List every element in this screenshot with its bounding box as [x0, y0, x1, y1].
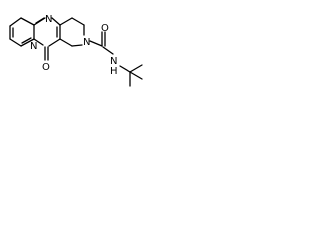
tert-butyl-group [119, 64, 143, 87]
bond [9, 38, 22, 47]
bond [71, 44, 83, 47]
bond [129, 71, 143, 80]
double-bond-inner [35, 17, 45, 24]
atom-label-o: O [42, 62, 50, 73]
structure-canvas: N N O N O N H [0, 0, 155, 95]
bond [59, 17, 73, 26]
atom-label-o: O [101, 23, 109, 34]
atom-label-h: H [110, 66, 118, 77]
pyrimidinone-ring [33, 17, 61, 61]
bond [20, 38, 35, 47]
atom-label-n: N [110, 56, 117, 67]
bond [59, 38, 73, 47]
bond [20, 17, 35, 26]
bond [102, 46, 114, 55]
atom-label-n: N [83, 37, 90, 48]
bond [9, 17, 22, 27]
bond [33, 38, 44, 46]
molecule-diagram: N N O N O N H [9, 14, 143, 87]
tetrahydro-ring [59, 17, 85, 47]
bond [119, 65, 131, 73]
pyridine-ring [9, 17, 35, 47]
atom-label-n: N [30, 41, 37, 52]
bond [71, 17, 85, 26]
bond [51, 17, 61, 26]
bond [48, 38, 61, 47]
amide-chain [89, 31, 114, 55]
double-bond-inner [21, 37, 32, 44]
atom-label-n: N [45, 14, 52, 25]
bond [89, 40, 103, 47]
bond [129, 64, 143, 73]
